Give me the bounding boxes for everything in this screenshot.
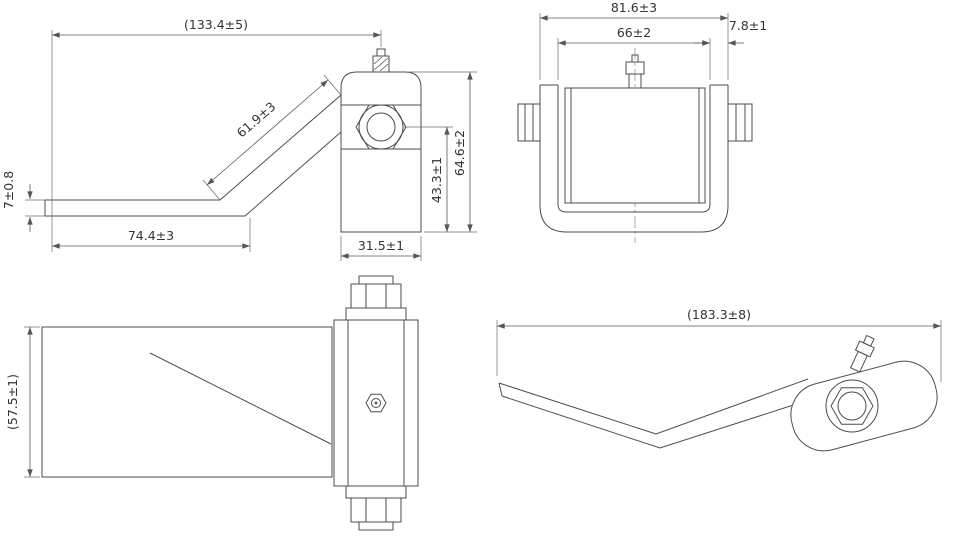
grease-fitting-side [372, 48, 390, 73]
dim-front-roller-width: 66±2 [557, 25, 711, 80]
hinge-barrel-rotated [790, 360, 938, 452]
dim-label-pin-to-base: 43.3±1 [429, 157, 444, 203]
top-nut-stack [345, 275, 407, 321]
dim-label-plate-thickness: 7±0.8 [1, 171, 16, 209]
side-part-outline [44, 48, 422, 233]
u-bracket-outer [539, 85, 729, 233]
dim-label-arm-length: 61.9±3 [234, 99, 279, 141]
dim-rotated-overall-length: (183.3±8) [496, 307, 942, 382]
dim-plan-plate-width: (57.5±1) [5, 326, 40, 478]
view-plan: (57.5±1) [5, 275, 419, 531]
grease-fitting-rotated [849, 334, 875, 373]
roller-cylinder [564, 87, 706, 204]
bolt-nut [727, 103, 753, 142]
bolt-head [517, 103, 541, 142]
hinge-barrel-outline [340, 71, 422, 233]
view-rotated: (183.3±8) [496, 307, 942, 452]
dim-side-overall-length: (133.4±5) [51, 17, 382, 252]
dim-side-overall-height: 64.6±2 [408, 71, 477, 233]
dim-front-overall-width: 81.6±3 [539, 0, 729, 80]
dim-label-roller-width: 66±2 [617, 25, 651, 40]
view-front-bracket: 81.6±3 66±2 7.8±1 [517, 0, 767, 243]
grease-fitting-plan [365, 393, 387, 413]
view-side-elevation: (133.4±5) 61.9±3 7±0.8 74.4±3 31.5±1 [1, 17, 477, 261]
front-part-outline [517, 48, 753, 243]
dim-label-plate-width: (57.5±1) [5, 374, 20, 430]
dim-side-plate-thickness: 7±0.8 [1, 171, 45, 232]
dim-label-plate-thickness-front: 7.8±1 [729, 18, 767, 33]
dim-side-pin-to-base: 43.3±1 [404, 126, 453, 232]
mounting-plate-plan [41, 326, 333, 478]
dim-label-rotated-length: (183.3±8) [687, 307, 751, 322]
dim-label-overall-height: 64.6±2 [452, 130, 467, 176]
dim-front-plate-thickness: 7.8±1 [694, 18, 767, 46]
grease-fitting-front [625, 54, 645, 89]
plan-part-outline [41, 275, 419, 531]
dim-label-body-width: 31.5±1 [358, 238, 404, 253]
hex-nut-rotated [830, 387, 874, 425]
dim-label-foot-length: 74.4±3 [128, 228, 174, 243]
dim-side-foot-length: 74.4±3 [52, 218, 251, 252]
dim-label-bracket-width: 81.6±3 [611, 0, 657, 15]
dim-side-arm-length: 61.9±3 [202, 74, 342, 201]
u-bracket-inner [557, 85, 711, 213]
rotated-part-outline [498, 334, 938, 452]
bottom-nut-stack [345, 485, 407, 531]
bend-edge-line [149, 352, 332, 445]
dim-side-body-width: 31.5±1 [340, 236, 422, 261]
dim-label-overall-length: (133.4±5) [184, 17, 248, 32]
